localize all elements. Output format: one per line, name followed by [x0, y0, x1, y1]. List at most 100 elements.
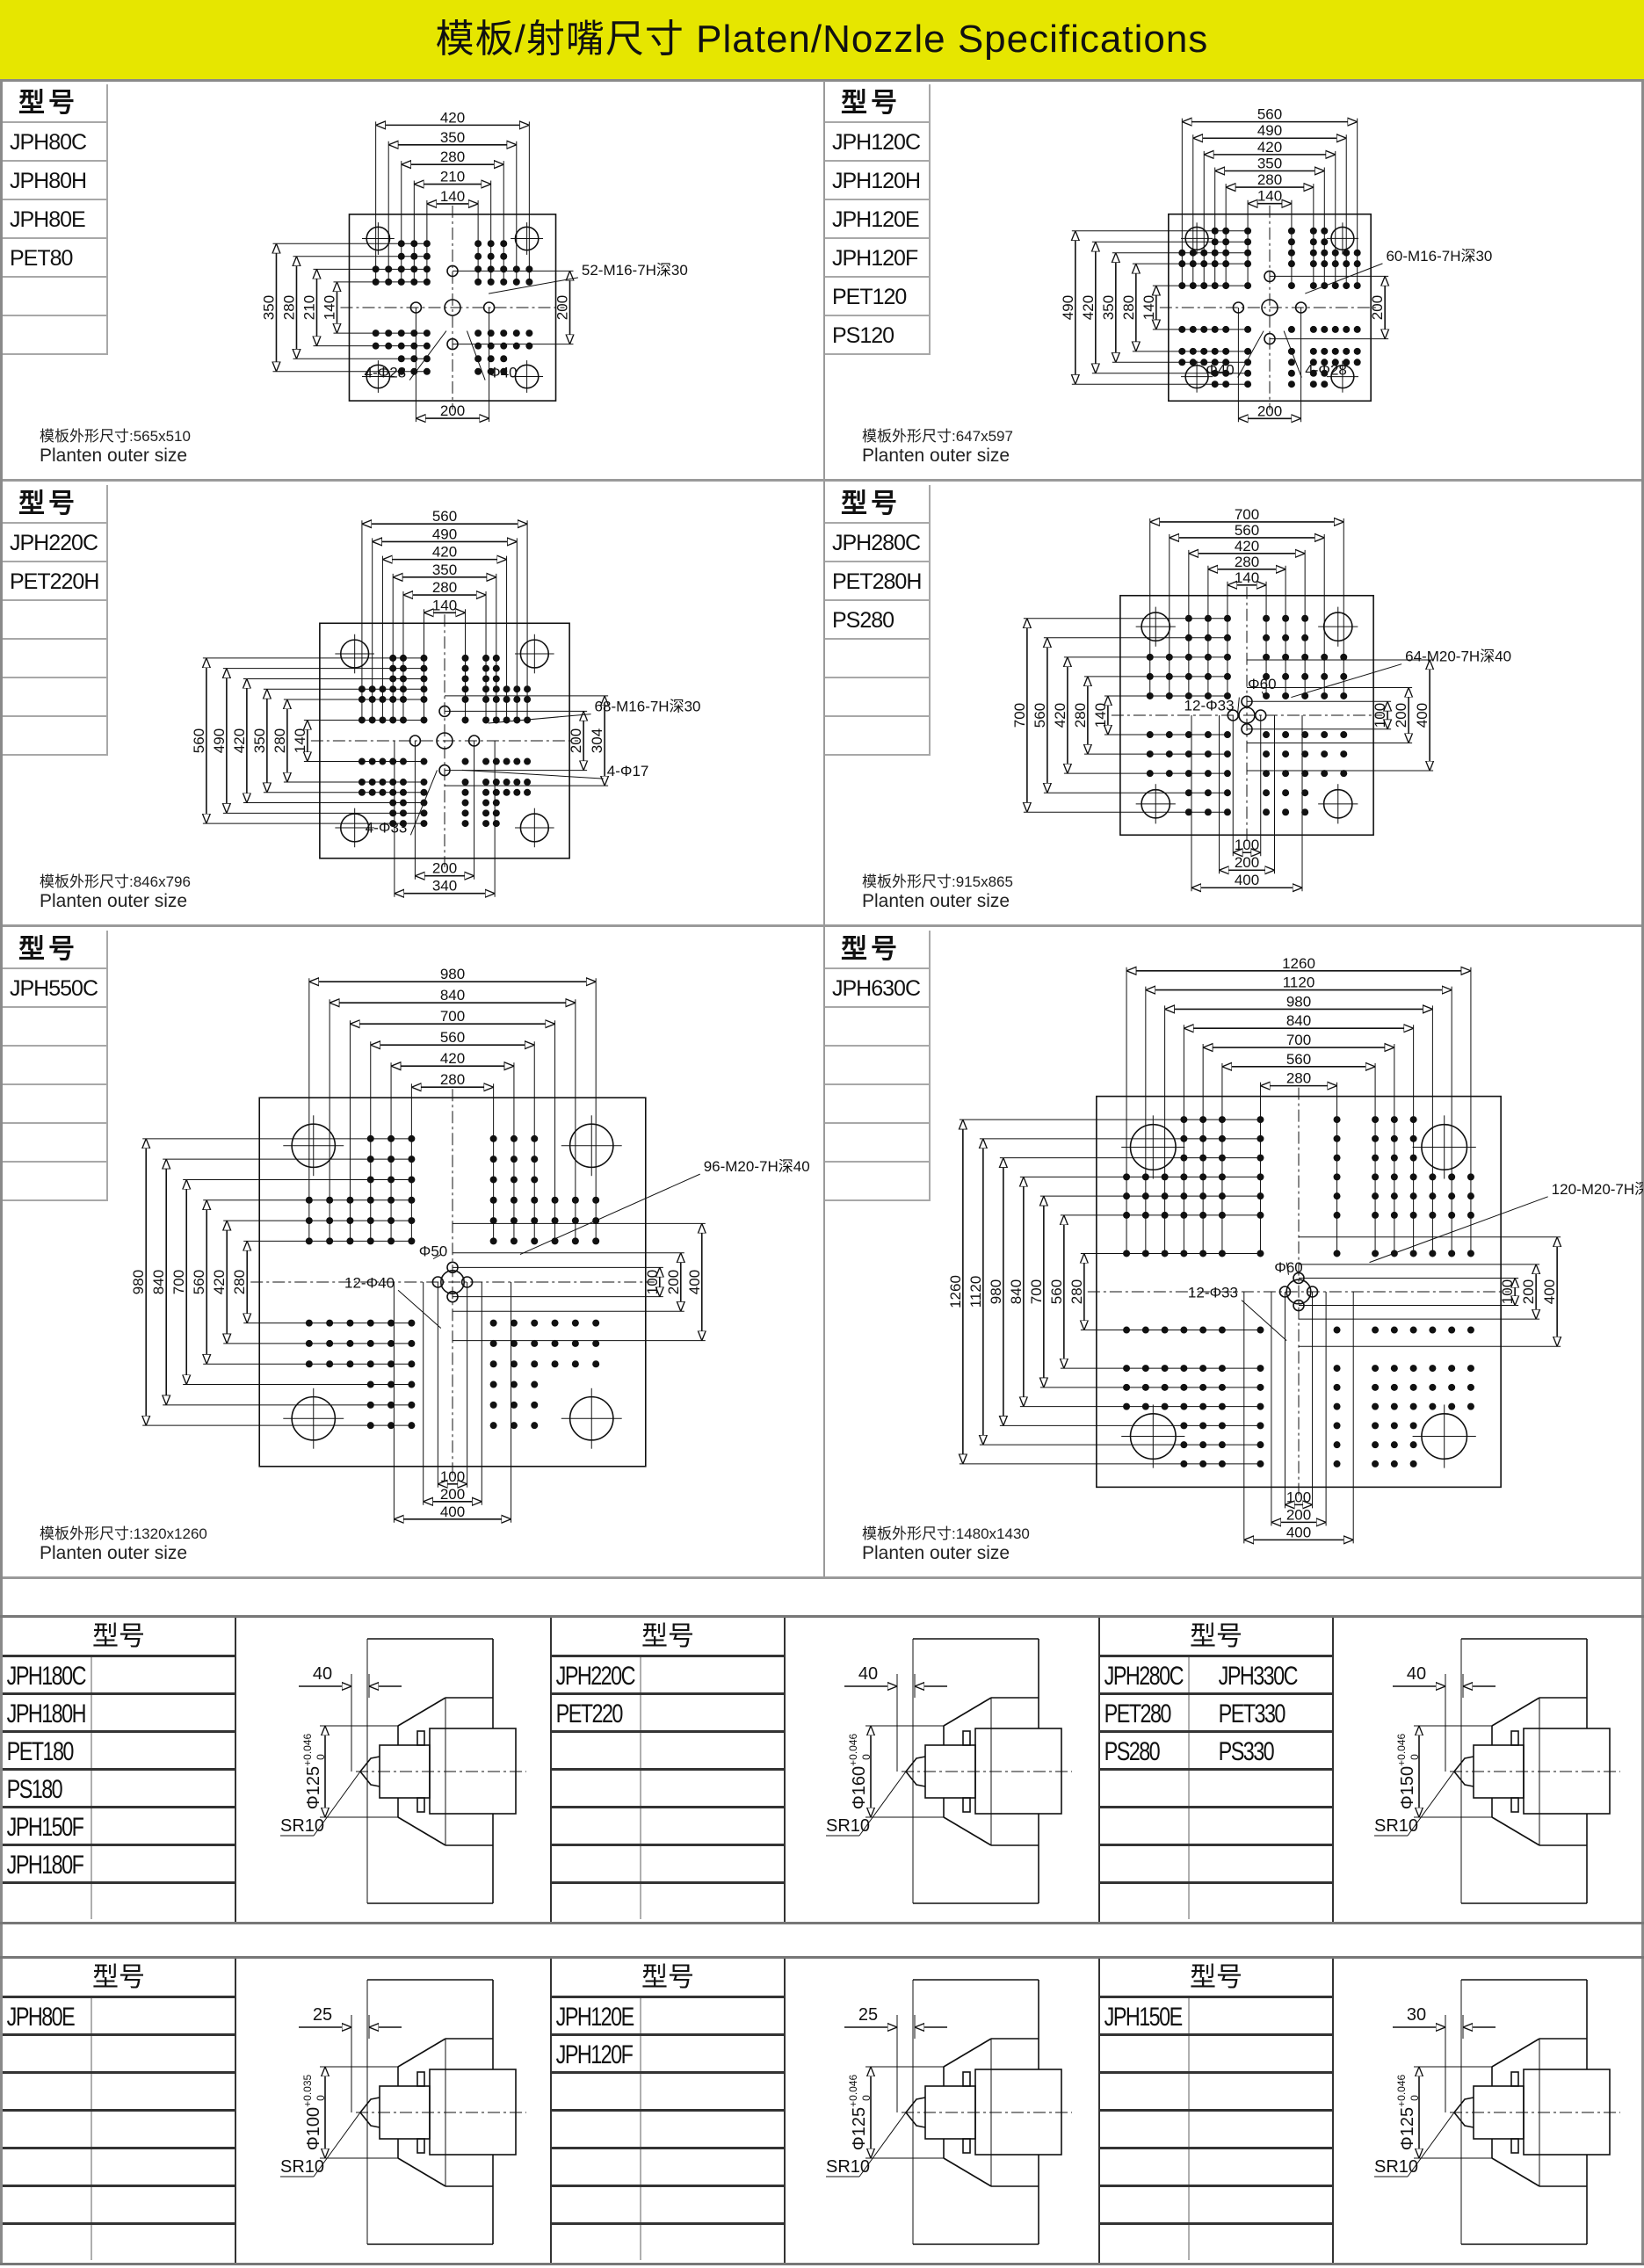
model-cell	[1214, 1808, 1303, 1844]
mould-mounting-hole	[525, 330, 533, 337]
table-row	[3, 2112, 235, 2149]
model-cell	[3, 2074, 92, 2109]
dimension-label-top: 560	[440, 1029, 465, 1046]
dimension-label-top: 280	[432, 579, 457, 596]
model-cell	[552, 1771, 641, 1806]
dimension-label-top: 840	[440, 987, 465, 1004]
locating-ring-hole	[444, 299, 461, 316]
nozzle-diameter-label: Φ100+0.0350	[301, 2074, 327, 2150]
model-cell	[1100, 2112, 1190, 2147]
model-cell: PET280H	[825, 562, 931, 601]
mould-mounting-hole	[503, 779, 511, 786]
leader-line	[1407, 1771, 1455, 1837]
mould-mounting-hole	[1331, 347, 1339, 355]
model-cell	[825, 1124, 931, 1163]
dimension-label-top: 280	[440, 1071, 465, 1088]
mould-mounting-hole	[1372, 1365, 1380, 1373]
model-cell	[666, 1771, 755, 1806]
nozzle-depth-label: 40	[313, 1664, 332, 1684]
mould-mounting-hole	[492, 788, 500, 796]
tolerance-lower: 0	[860, 2095, 873, 2101]
mould-mounting-hole	[1448, 1365, 1456, 1373]
model-cell	[1100, 1808, 1190, 1844]
hole-callout: 4-Φ28	[365, 365, 407, 381]
model-cell	[1214, 2149, 1303, 2185]
mould-mounting-hole	[489, 1380, 497, 1388]
mould-mounting-hole	[1340, 731, 1348, 739]
dimension-label-right: 304	[589, 728, 605, 753]
dimension-label-left: 420	[211, 1270, 228, 1294]
nozzle-diameter-label: Φ125+0.0460	[1395, 2074, 1421, 2150]
dimension-label-top: 420	[432, 544, 457, 561]
table-row	[3, 2074, 235, 2112]
mould-mounting-hole	[482, 757, 490, 765]
dimension-label-right: 200	[568, 728, 584, 753]
mould-mounting-hole	[531, 1380, 539, 1388]
dimension-label-left: 350	[1100, 295, 1117, 320]
leader-line	[461, 769, 604, 779]
leader-line	[313, 1771, 361, 1837]
mould-mounting-hole	[571, 1360, 579, 1368]
mould-mounting-hole	[1409, 1422, 1417, 1430]
model-cell	[3, 601, 108, 640]
mould-mounting-hole	[1301, 750, 1309, 758]
nozzle-drawings: 25Φ100+0.0350SR1025Φ125+0.0460SR1030Φ125…	[280, 1979, 1620, 2245]
table-row	[552, 1884, 784, 1919]
mould-mounting-hole	[1372, 1460, 1380, 1467]
model-cell	[1100, 1846, 1190, 1881]
mould-mounting-hole	[1263, 789, 1271, 797]
hole-callout: 12-Φ40	[344, 1274, 395, 1291]
mould-mounting-hole	[461, 799, 469, 807]
table-row: JPH150E	[1100, 1998, 1332, 2036]
model-cell: PET180	[3, 1733, 92, 1768]
model-cell	[1100, 2225, 1190, 2260]
mould-mounting-hole	[1343, 347, 1351, 355]
hole-callout: 68-M16-7H深30	[595, 699, 701, 715]
mould-mounting-hole	[1409, 1460, 1417, 1467]
frame-border-right	[1641, 79, 1644, 2265]
mould-mounting-hole	[1263, 731, 1271, 739]
nozzle-tab	[1510, 2071, 1519, 2087]
table-row	[552, 2112, 784, 2149]
dimension-label-right: 200	[1369, 295, 1386, 320]
model-cell	[117, 1733, 206, 1768]
mould-mounting-hole	[503, 757, 511, 765]
dimension-label-left: 840	[150, 1270, 167, 1294]
mould-mounting-hole	[500, 355, 508, 363]
outer-size-en: Planten outer size	[862, 446, 1010, 466]
model-cell	[552, 2112, 641, 2147]
tolerance-lower: 0	[860, 1754, 873, 1760]
model-cell	[552, 1808, 641, 1844]
diameter-value: Φ160	[850, 1766, 869, 1809]
model-cell	[1100, 1884, 1190, 1919]
model-cell: PS280	[1100, 1733, 1190, 1768]
model-cell	[552, 2225, 641, 2260]
mould-mounting-hole	[1467, 1365, 1474, 1373]
mould-mounting-hole	[1372, 1422, 1380, 1430]
dimension-label-top: 140	[432, 597, 457, 613]
mould-mounting-hole	[1309, 359, 1317, 366]
model-cell	[552, 2149, 641, 2185]
mould-mounting-hole	[1333, 1326, 1341, 1334]
mould-mounting-hole	[489, 1422, 497, 1430]
mould-mounting-hole	[1263, 808, 1271, 816]
dimension-label-top: 280	[1235, 554, 1259, 570]
mould-mounting-hole	[1321, 325, 1329, 333]
model-cell	[1100, 1771, 1190, 1806]
dimension-label-bottom: 100	[1286, 1489, 1311, 1505]
mould-mounting-hole	[1353, 282, 1361, 290]
mould-mounting-hole	[1467, 1383, 1474, 1391]
mould-mounting-hole	[571, 1319, 579, 1327]
nozzle-table-header: 型号	[3, 1618, 235, 1657]
model-cell: JPH80C	[3, 123, 108, 162]
mould-mounting-hole	[592, 1319, 600, 1327]
mould-mounting-hole	[1321, 750, 1329, 758]
mould-mounting-hole	[1301, 731, 1309, 739]
model-cell	[117, 1771, 206, 1806]
dimension-label-top: 560	[1235, 522, 1259, 539]
dimension-label-top: 700	[1286, 1032, 1311, 1048]
model-cell: JPH120F	[552, 2036, 641, 2071]
